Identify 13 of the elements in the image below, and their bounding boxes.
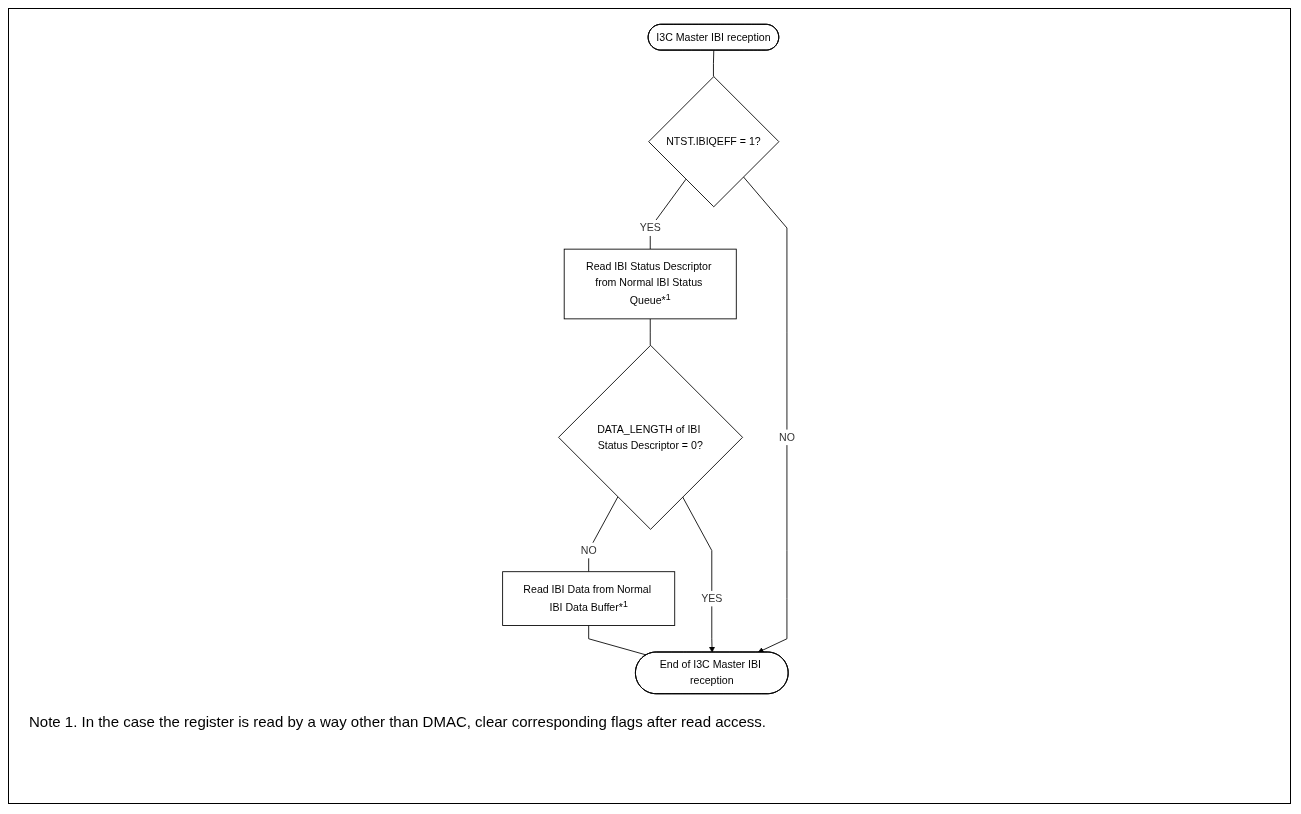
node-diamond: NTST.IBIQEFF = 1? [648,76,780,208]
edge-label: YES [639,222,662,234]
connector [650,178,687,250]
node-box: Read IBI Status Descriptor from Normal IBI Status Queue*$^{1}$ [564,248,737,320]
edge-label: NO [779,431,796,443]
node-box: Read IBI Data from Normal IBI Data Buffer*$^{1}$ [502,571,676,626]
connector [713,50,715,77]
footnote: Note 1. In the case the register is read by a way other than DMAC, clear corresponding flags after read access. [29,713,768,730]
connector [650,318,651,346]
edge-label: YES [701,592,723,604]
connector [588,496,619,573]
edge-label: NO [580,544,597,556]
node-diamond: DATA_LENGTH of IBI Status Descriptor = 0? [558,344,744,530]
